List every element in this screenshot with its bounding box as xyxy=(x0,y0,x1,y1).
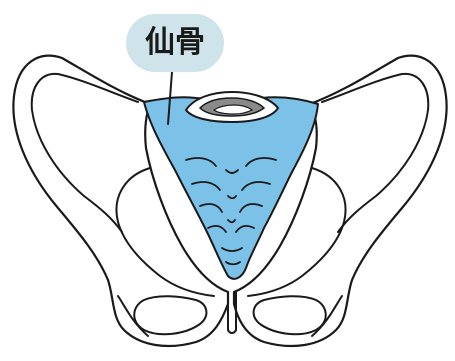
sacrum-label: 仙骨 xyxy=(145,28,205,58)
sacrum-label-bubble: 仙骨 xyxy=(126,14,224,72)
